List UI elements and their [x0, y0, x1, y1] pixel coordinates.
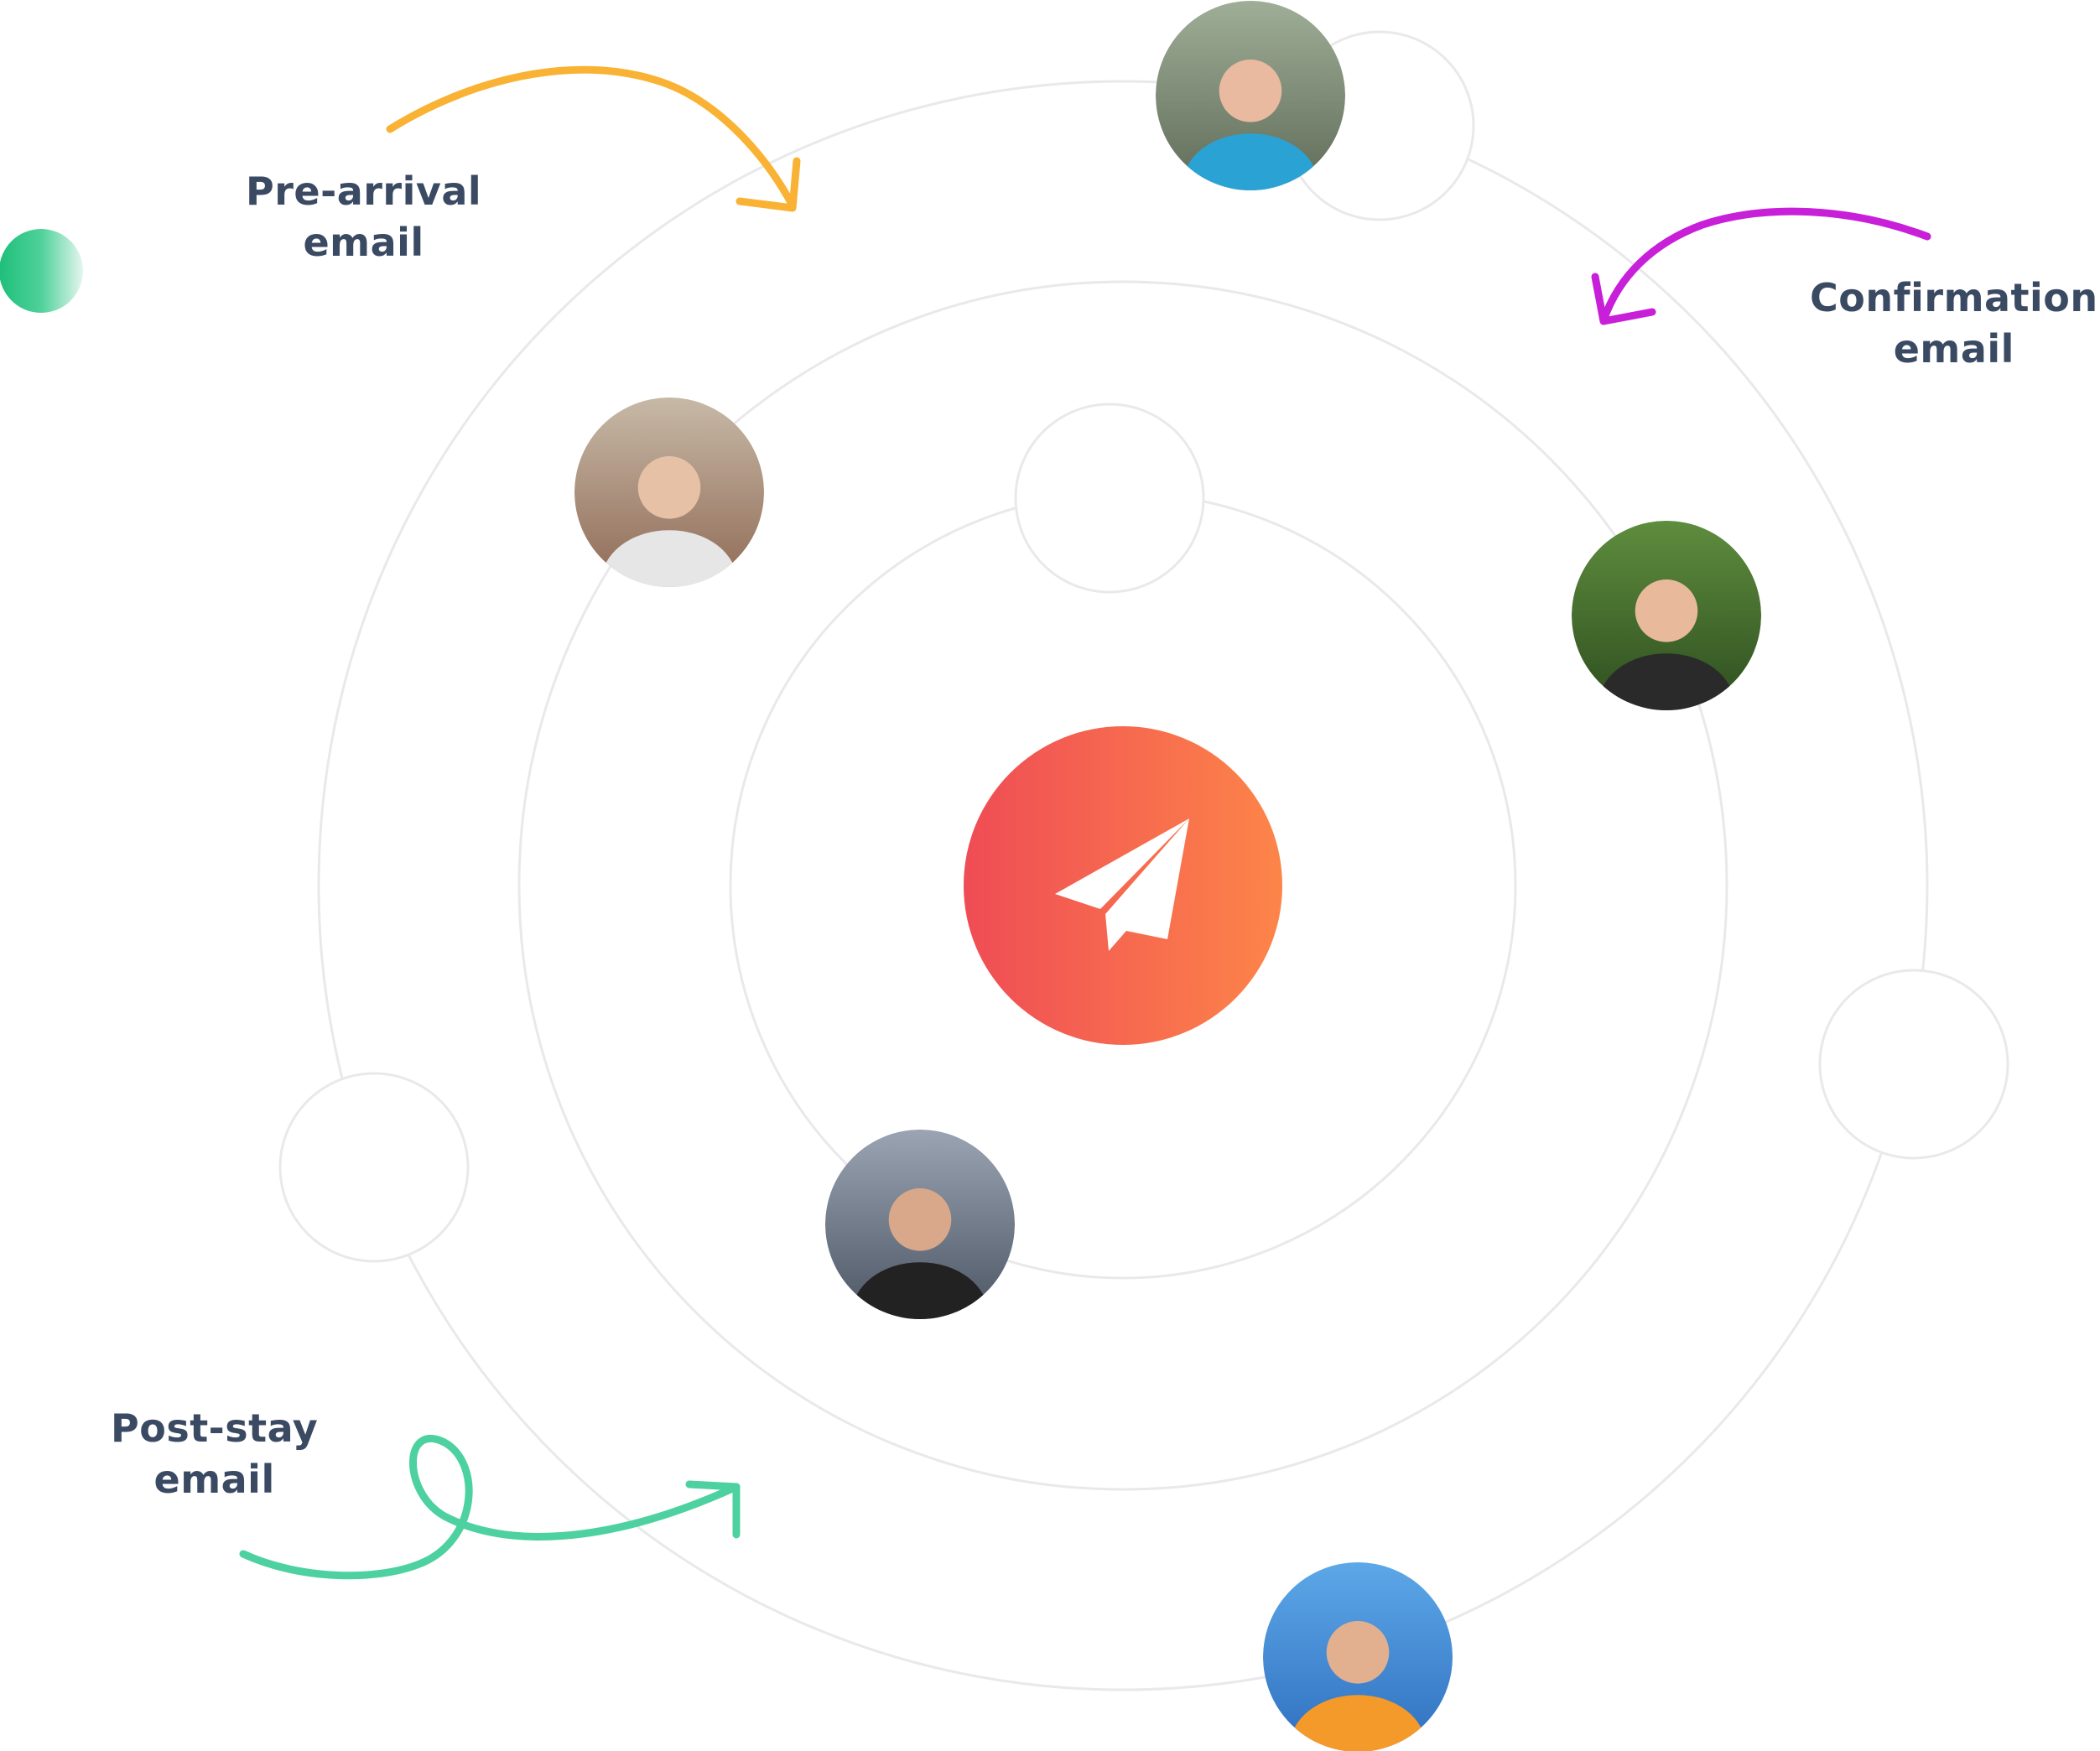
pre-arrival-line1: Pre-arrival — [246, 166, 481, 217]
post-stay-line2: email — [111, 1454, 318, 1505]
post-stay-line1: Post-stay — [111, 1403, 318, 1454]
pre-arrival-line2: email — [246, 217, 481, 268]
confirmation-line1: Confirmation — [1810, 273, 2098, 324]
person-icon — [1156, 1, 1345, 238]
avatar-woman-bike-helmet — [574, 397, 764, 634]
post-stay-label: Post-stay email — [111, 1403, 318, 1505]
confirmation-line2: email — [1810, 324, 2098, 375]
pre-arrival-label: Pre-arrival email — [246, 166, 481, 268]
orbit-node-inner-top — [1016, 404, 1203, 592]
confirmation-label: Confirmation email — [1810, 273, 2098, 375]
avatar-skier — [1263, 1562, 1453, 1751]
orbit-node-right — [1820, 970, 2008, 1158]
avatar-man-glasses-cap — [1156, 1, 1345, 238]
person-icon — [825, 1130, 1015, 1367]
avatar-woman-red-hair — [1572, 521, 1761, 757]
orbit-node-left — [280, 1073, 468, 1261]
avatar-woman-street — [825, 1130, 1015, 1367]
send-button[interactable] — [964, 726, 1282, 1045]
accent-dot — [0, 229, 83, 313]
person-icon — [1263, 1562, 1453, 1751]
person-icon — [574, 397, 764, 634]
person-icon — [1572, 521, 1761, 757]
